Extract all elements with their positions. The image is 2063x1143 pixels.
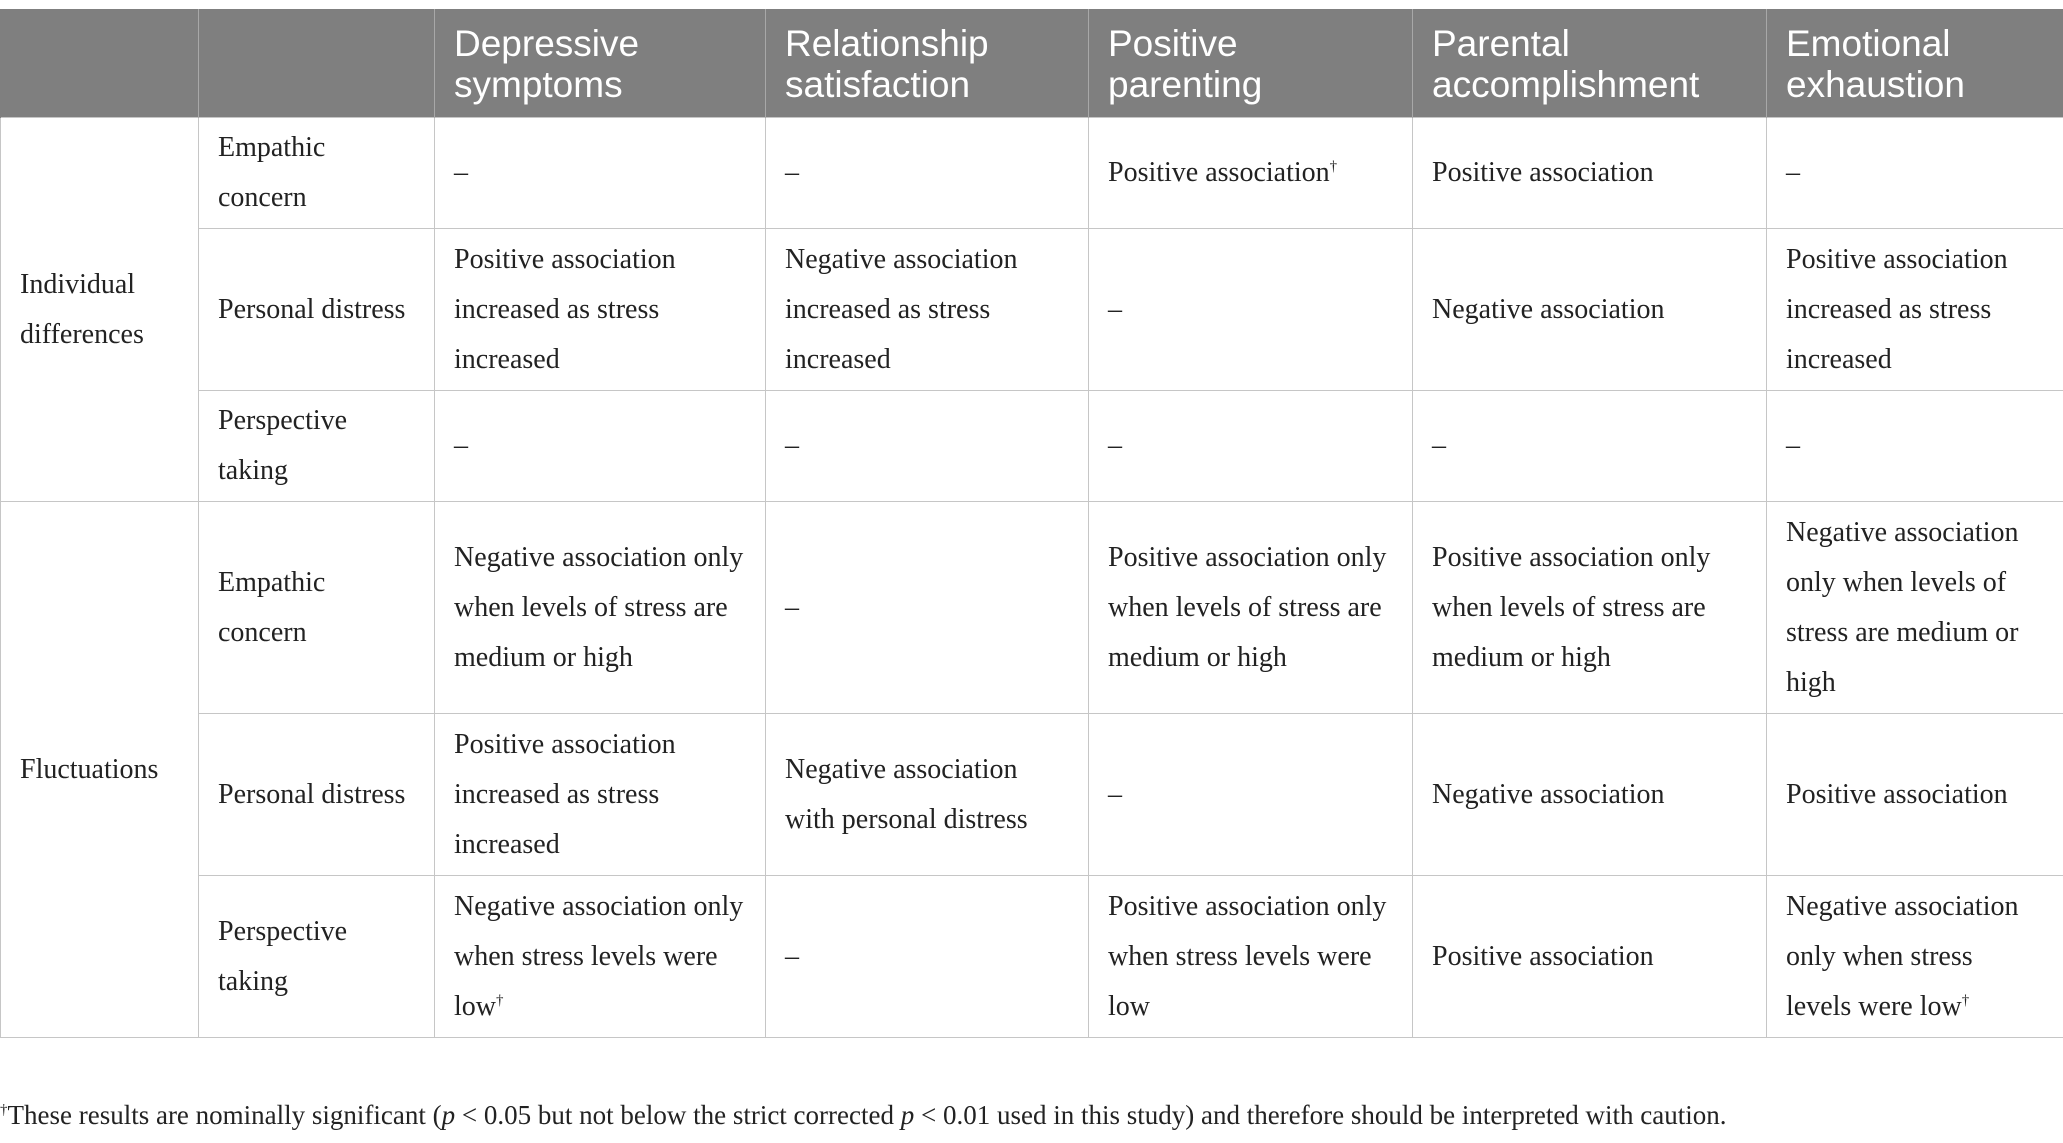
table-row: Fluctuations Empathic concern Negative a… [0,501,2063,1038]
table-cell: – [1088,390,1413,502]
table-cell: – [1088,713,1413,876]
table-cell: Positive association only when levels of… [1412,501,1767,714]
table-cell: Positive association [1766,713,2063,876]
table-cell: Positive association only when stress le… [1088,875,1413,1038]
header-emotional-exhaustion: Emotional exhaustion [1766,9,2063,118]
table-row: Personal distress Positive association i… [1,713,2063,876]
table-row: Perspective taking Negative association … [1,875,2063,1038]
table-cell: – [434,390,766,502]
empathy-label: Personal distress [198,713,435,876]
table-cell: Positive association increased as stress… [434,713,766,876]
table-cell: – [1088,228,1413,391]
table-cell: Negative association only when levels of… [1766,501,2063,714]
table-cell: Negative association [1412,713,1767,876]
dagger-mark: † [1961,992,1970,1009]
table-footnote: †These results are nominally significant… [0,1098,2063,1132]
table-cell: Negative association with personal distr… [765,713,1089,876]
table-cell: Negative association only when stress le… [1766,875,2063,1038]
cell-text: Negative association only when stress le… [454,890,744,1022]
header-cell-empathy [198,9,435,118]
results-table: Depressive symptoms Relationship satisfa… [0,9,2063,1038]
cell-text: Negative association only when stress le… [1786,890,2019,1022]
table-cell: Positive association [1412,875,1767,1038]
table-cell: Positive association [1412,117,1767,229]
empathy-label: Perspective taking [198,875,435,1038]
header-cell-group [0,9,199,118]
header-positive-parenting: Positive parenting [1088,9,1413,118]
table-cell: – [1766,390,2063,502]
footnote-text-3: < 0.01 used in this study) and therefore… [914,1100,1727,1130]
group-label-fluctuations: Fluctuations [0,501,199,1038]
cell-text: Positive association [1108,157,1330,188]
header-row: Depressive symptoms Relationship satisfa… [0,9,2063,118]
table-row: Perspective taking – – – – – [1,390,2063,502]
header-parental-accomplishment: Parental accomplishment [1412,9,1767,118]
footnote-dagger: † [0,1102,8,1118]
table-cell: Negative association increased as stress… [765,228,1089,391]
dagger-mark: † [496,992,504,1009]
results-table-container: Depressive symptoms Relationship satisfa… [0,9,2063,1038]
table-cell: – [765,875,1089,1038]
table-cell: Positive association increased as stress… [434,228,766,391]
header-depressive-symptoms: Depressive symptoms [434,9,766,118]
empathy-label: Empathic concern [198,117,435,229]
table-cell: Positive association† [1088,117,1413,229]
table-row: Individual differences Empathic concern … [0,117,2063,502]
table-cell: – [765,390,1089,502]
table-cell: Positive association increased as stress… [1766,228,2063,391]
table-cell: – [1766,117,2063,229]
empathy-label: Personal distress [198,228,435,391]
empathy-label: Perspective taking [198,390,435,502]
table-cell: Negative association [1412,228,1767,391]
empathy-label: Empathic concern [198,501,435,714]
table-cell: – [765,501,1089,714]
footnote-p-1: p [441,1100,456,1130]
table-cell: – [434,117,766,229]
table-row: Personal distress Positive association i… [1,228,2063,391]
footnote-text-2: < 0.05 but not below the strict correcte… [455,1100,901,1130]
header-relationship-satisfaction: Relationship satisfaction [765,9,1089,118]
table-cell: Negative association only when stress le… [434,875,766,1038]
group-label-individual-differences: Individual differences [0,117,199,502]
table-cell: Negative association only when levels of… [434,501,766,714]
table-cell: – [765,117,1089,229]
table-cell: Positive association only when levels of… [1088,501,1413,714]
dagger-mark: † [1329,158,1338,175]
table-cell: – [1412,390,1767,502]
footnote-p-2: p [900,1100,915,1130]
footnote-text-1: These results are nominally significant … [7,1100,442,1130]
